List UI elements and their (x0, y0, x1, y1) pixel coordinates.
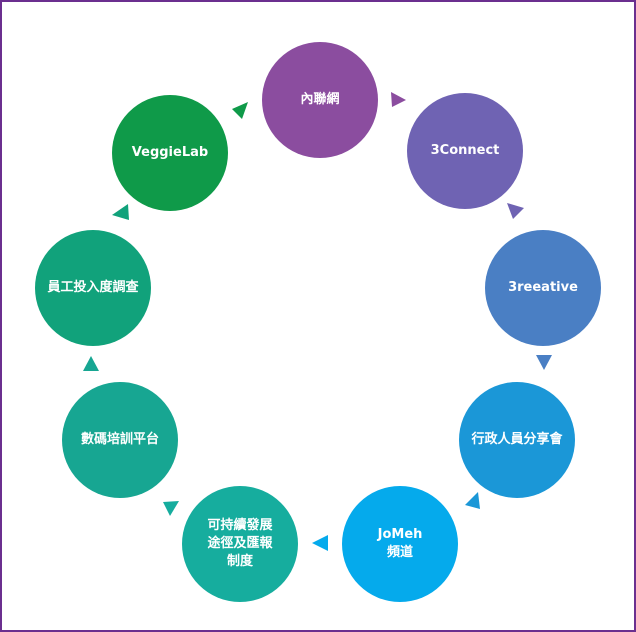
node-label: 可持續發展 途徑及匯報 制度 (207, 518, 273, 569)
node-label: VeggieLab (131, 145, 209, 160)
node-intranet: 內聯網 (262, 42, 378, 158)
node-3connect: 3Connect (407, 93, 523, 209)
node-jomeh: JoMeh 頻道 (342, 486, 458, 602)
node-career-path: 可持續發展 途徑及匯報 制度 (182, 486, 298, 602)
arrow-icon (391, 92, 406, 107)
node-label: 員工投入度調查 (47, 280, 139, 295)
node-digital-training: 數碼培訓平台 (62, 382, 178, 498)
arrow-icon (83, 356, 99, 371)
node-label: 3Connect (430, 143, 500, 158)
arrow-icon (507, 203, 524, 219)
arrow-icon (536, 355, 552, 370)
arrow-icon (465, 492, 480, 509)
node-admin-sharing: 行政人員分享會 (459, 382, 575, 498)
node-label: 3reeative (508, 280, 578, 295)
arrow-icon (232, 102, 248, 119)
node-label: 行政人員分享會 (471, 432, 563, 447)
arrow-icon (163, 501, 179, 516)
node-engagement: 員工投入度調查 (35, 230, 151, 346)
node-label: 數碼培訓平台 (80, 432, 159, 447)
arrow-icon (112, 204, 129, 220)
arrow-icon (312, 535, 328, 551)
node-label: JoMeh 頻道 (377, 527, 423, 560)
node-veggielab: VeggieLab (112, 95, 228, 211)
node-3reeative: 3reeative (485, 230, 601, 346)
node-label: 內聯網 (300, 92, 340, 107)
